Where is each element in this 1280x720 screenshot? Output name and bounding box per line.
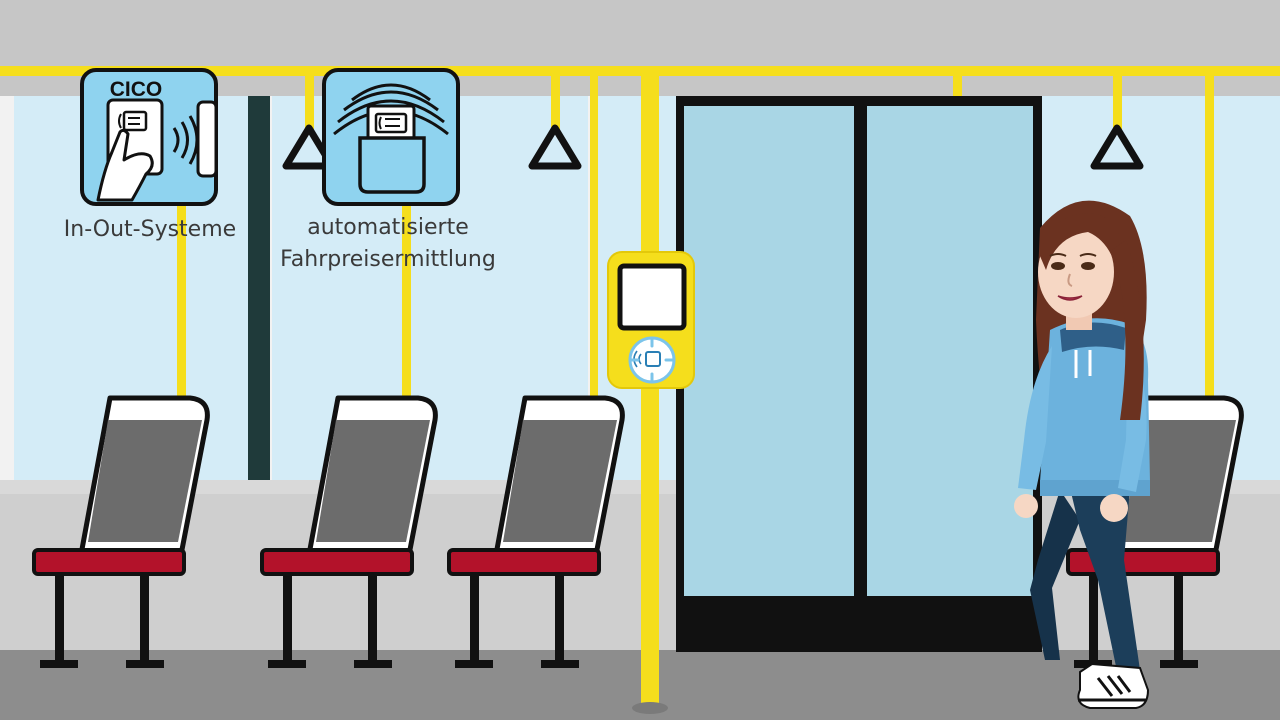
auto-fare-label-line1: automatisierte [307,215,469,240]
hand-holding-card-contactless-icon [96,98,218,202]
woman-passenger [1014,200,1150,709]
cico-title: CICO [110,78,163,101]
pole [1205,76,1214,400]
cico-label: In-Out-Systeme [40,214,260,246]
auto-fare-label-line2: Fahrpreisermittlung [280,247,496,272]
card-in-pocket-broadcast-icon [333,83,449,194]
ceiling-handrail [0,66,1280,76]
window-frame-left [0,96,14,480]
cico-icon-tile: CICO [80,68,218,206]
pole [402,200,411,400]
seat [447,395,625,668]
auto-fare-icon-tile [322,68,460,206]
seat [260,395,438,668]
hand-strap [528,76,582,170]
center-pole [641,70,659,710]
hand-strap [1090,76,1144,170]
seat [32,395,210,668]
contactless-card-reader-icon [628,336,676,384]
ticket-validator[interactable] [607,251,695,389]
hand-strap [282,76,336,170]
pole [177,200,186,400]
auto-fare-label: automatisierte Fahrpreisermittlung [262,212,514,276]
dark-pillar [248,96,270,480]
center-pole-base [632,702,668,714]
cico-label-text: In-Out-Systeme [63,217,237,242]
tram-door [676,96,1042,652]
seat [1066,395,1244,668]
pole [590,76,598,400]
